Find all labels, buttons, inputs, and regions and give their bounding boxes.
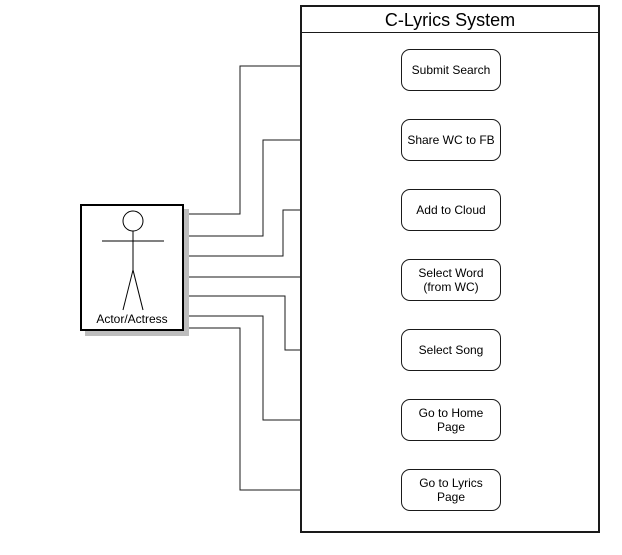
use-case-select-song[interactable]: Select Song	[401, 329, 501, 371]
use-case-go-to-lyrics-page[interactable]: Go to Lyrics Page	[401, 469, 501, 511]
use-case-add-to-cloud[interactable]: Add to Cloud	[401, 189, 501, 231]
actor[interactable]: Actor/Actress	[80, 204, 184, 331]
use-case-go-to-home-page[interactable]: Go to Home Page	[401, 399, 501, 441]
use-case-submit-search[interactable]: Submit Search	[401, 49, 501, 91]
system-title: C-Lyrics System	[302, 7, 598, 33]
use-case-share-wc-to-fb[interactable]: Share WC to FB	[401, 119, 501, 161]
use-case-select-word[interactable]: Select Word (from WC)	[401, 259, 501, 301]
stick-figure-icon	[102, 210, 164, 311]
actor-label: Actor/Actress	[96, 312, 168, 326]
